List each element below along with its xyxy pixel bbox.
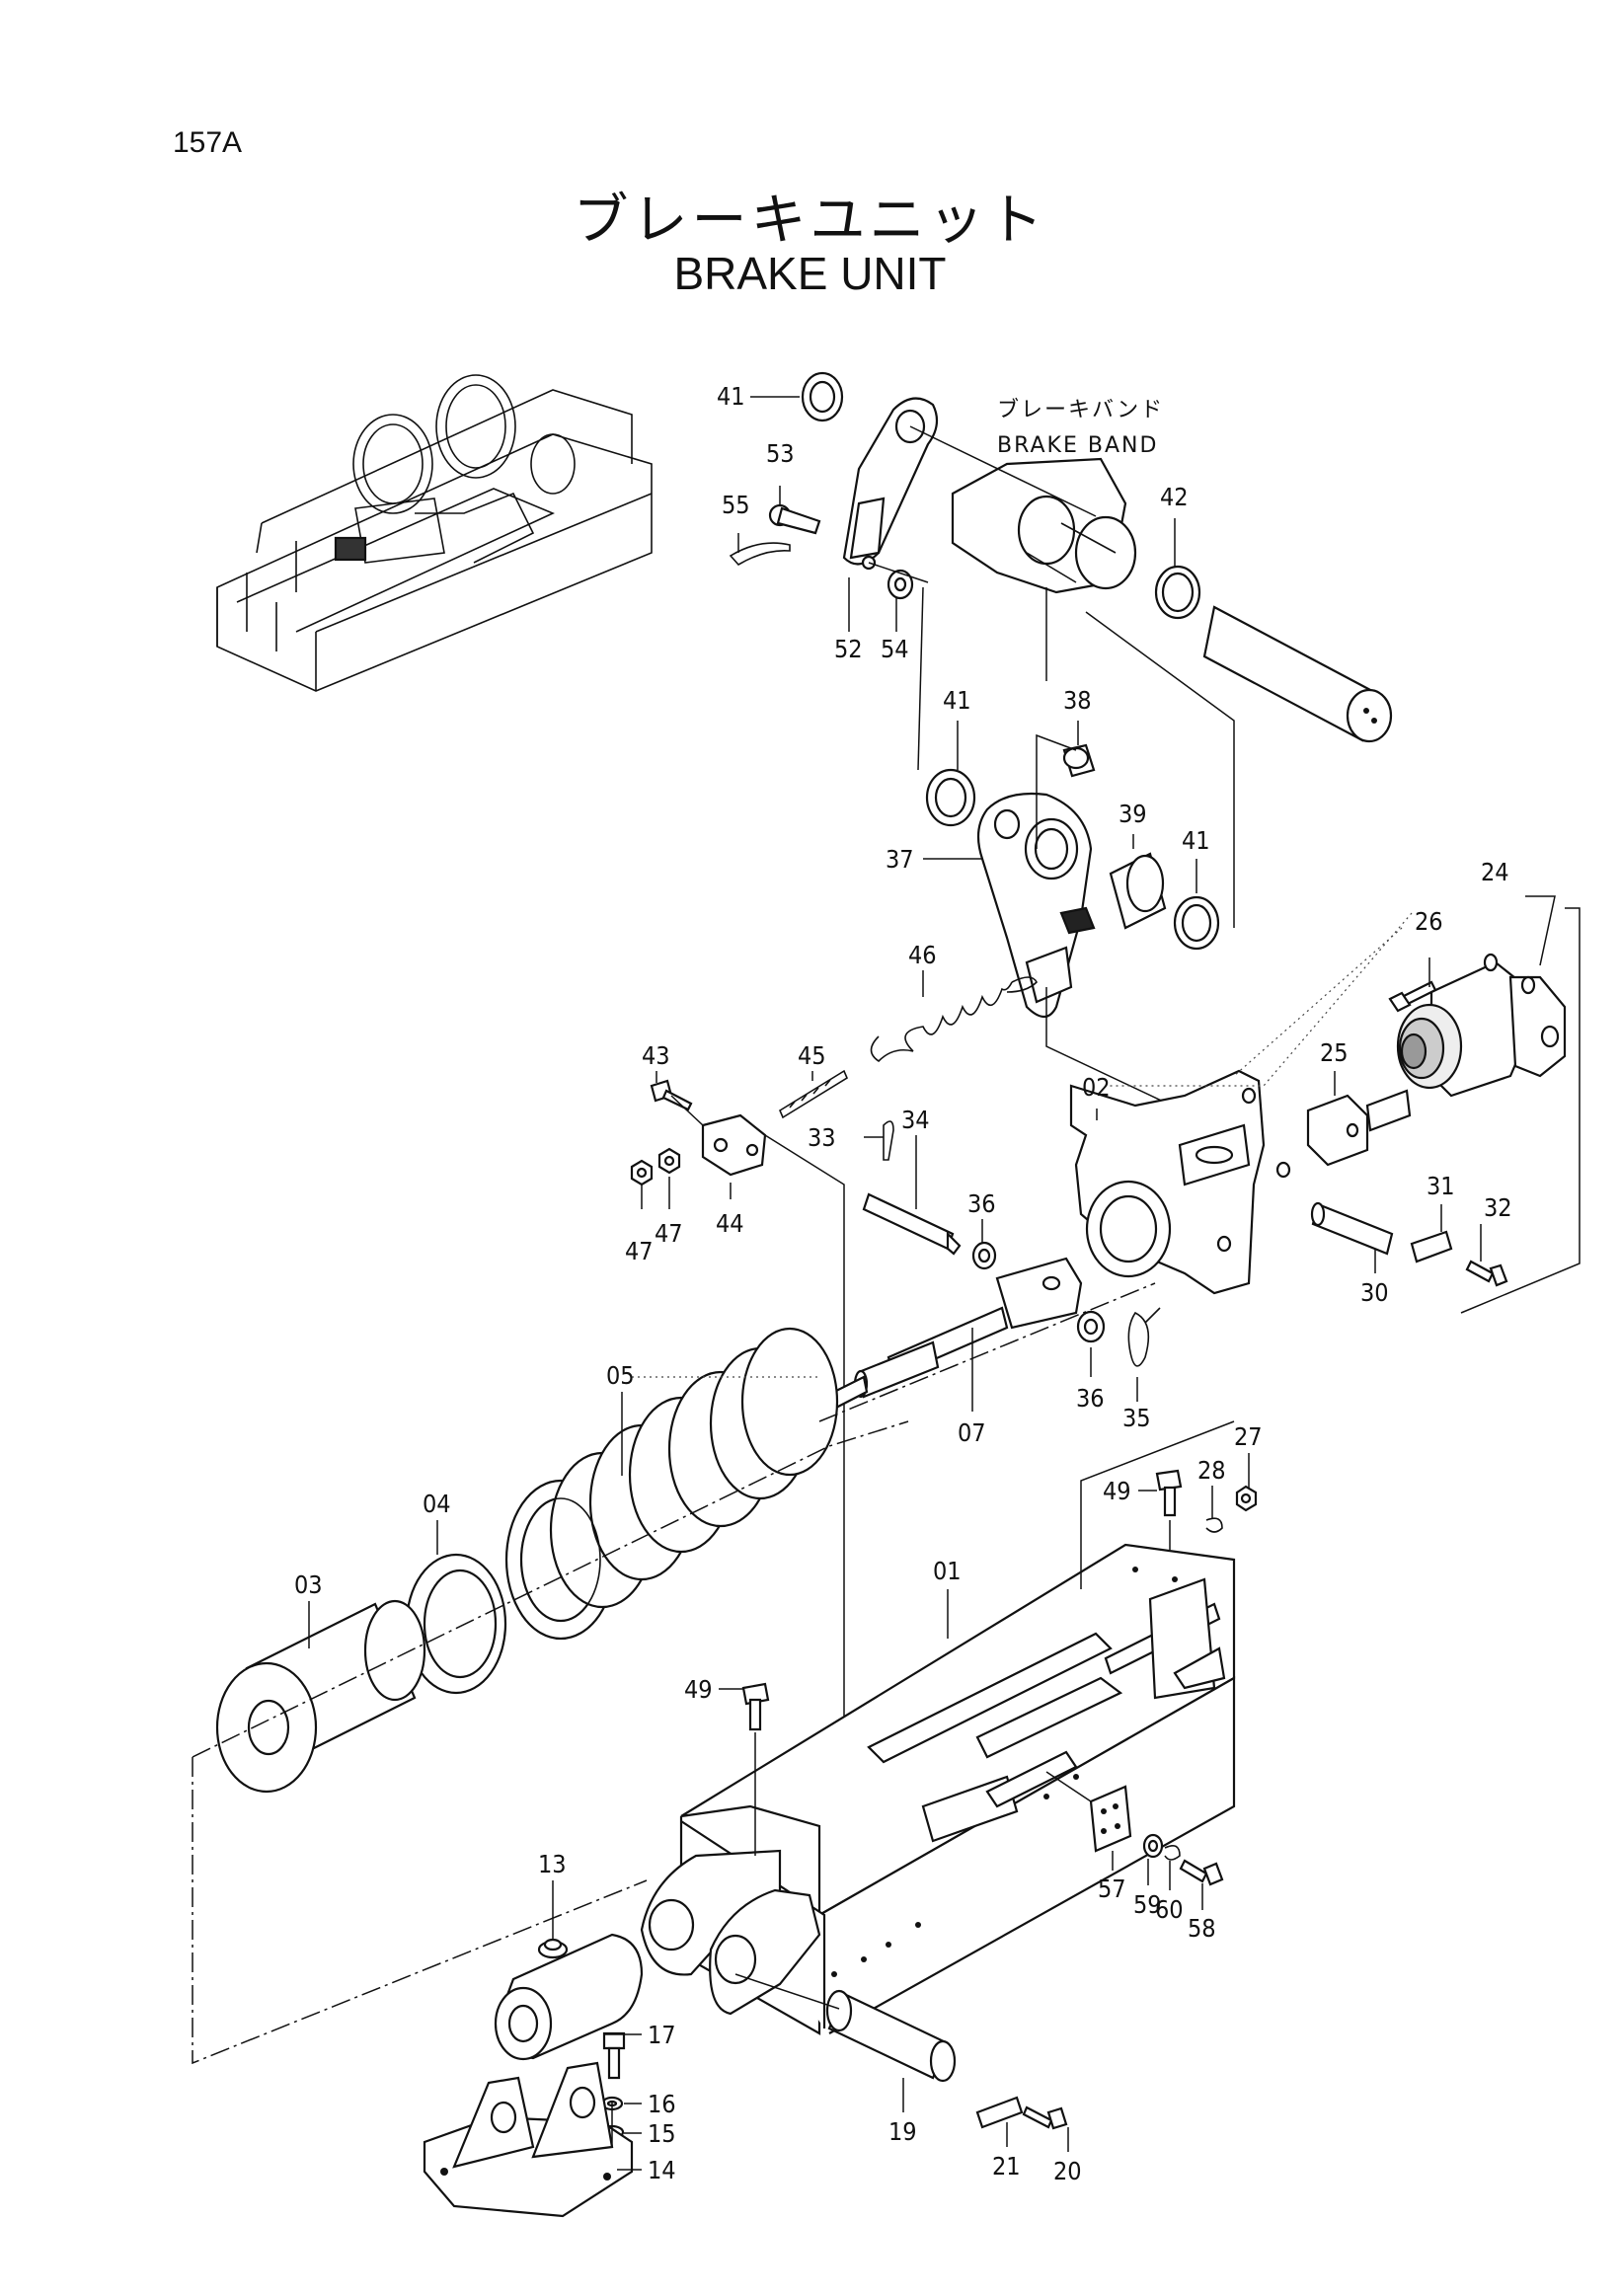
part-label: 05 <box>606 1361 635 1390</box>
part-label: 45 <box>798 1041 826 1070</box>
part-label: 24 <box>1481 858 1509 886</box>
part-label: 42 <box>1160 483 1189 511</box>
part-label: 60 <box>1155 1895 1184 1924</box>
part-label: 03 <box>294 1570 323 1599</box>
part-label: 52 <box>834 635 863 663</box>
part-label: 58 <box>1188 1914 1216 1943</box>
part-label: 01 <box>933 1557 962 1585</box>
machine-location-thumbnail <box>216 374 653 692</box>
part-label: 13 <box>538 1850 567 1878</box>
part-label: 41 <box>943 686 971 715</box>
part-label: 38 <box>1063 686 1092 715</box>
part-label: 49 <box>1103 1477 1131 1505</box>
part-label: 47 <box>625 1237 654 1265</box>
leader-lines <box>308 396 1556 2171</box>
part-label: 30 <box>1360 1278 1389 1307</box>
part-label: 41 <box>1182 826 1210 855</box>
part-label: 55 <box>722 491 750 519</box>
part-label: 02 <box>1082 1073 1111 1102</box>
page-number: 157A <box>173 126 243 159</box>
part-label: 47 <box>655 1219 683 1248</box>
tension-frame-group <box>640 1420 1258 2035</box>
part-label: 15 <box>648 2119 676 2148</box>
part-label: 31 <box>1427 1172 1455 1200</box>
part-label: 37 <box>886 845 914 874</box>
part-label: 20 <box>1053 2157 1082 2185</box>
spring-and-rod-group <box>630 976 1038 1737</box>
part-label: 57 <box>1098 1875 1126 1903</box>
part-label: 35 <box>1122 1404 1151 1432</box>
brake-band-lever-group <box>729 371 1393 928</box>
part-label: 53 <box>766 439 795 468</box>
part-number-labels: 41 53 55 52 54 42 41 38 37 39 41 24 26 2… <box>294 382 1512 2185</box>
part-label: 32 <box>1484 1193 1512 1222</box>
part-label: 36 <box>967 1189 996 1218</box>
part-label: 49 <box>684 1675 713 1704</box>
brake-band-label-en: BRAKE BAND <box>997 433 1158 458</box>
part-label: 17 <box>648 2021 676 2049</box>
part-label: 27 <box>1234 1422 1263 1451</box>
part-label: 33 <box>808 1123 836 1152</box>
part-label: 04 <box>423 1490 451 1518</box>
part-label: 14 <box>648 2156 676 2184</box>
part-label: 25 <box>1320 1038 1349 1067</box>
lower-mount-group <box>423 1933 1068 2218</box>
brake-body-group <box>1069 907 1581 1314</box>
part-label: 54 <box>881 635 909 663</box>
part-label: 41 <box>717 382 745 411</box>
part-label: 21 <box>992 2152 1021 2181</box>
recoil-spring-group <box>192 1282 1156 2065</box>
title-japanese: ブレーキユニット <box>573 189 1047 253</box>
part-label: 07 <box>958 1418 986 1447</box>
part-label: 59 <box>1133 1890 1162 1919</box>
part-label: 19 <box>888 2117 917 2146</box>
part-label: 43 <box>642 1041 670 1070</box>
part-label: 44 <box>716 1209 744 1238</box>
part-label: 26 <box>1415 907 1443 936</box>
part-label: 46 <box>908 941 937 969</box>
part-label: 28 <box>1197 1456 1226 1485</box>
title-english: BRAKE UNIT <box>673 248 947 299</box>
cover-plate-group <box>1045 1771 1224 1886</box>
part-label: 39 <box>1119 800 1147 828</box>
part-label: 34 <box>901 1106 930 1134</box>
brake-arm-group <box>925 733 1225 1131</box>
part-label: 16 <box>648 2090 676 2118</box>
part-label: 36 <box>1076 1384 1105 1413</box>
brake-band-label-jp: ブレーキバンド <box>997 398 1164 422</box>
